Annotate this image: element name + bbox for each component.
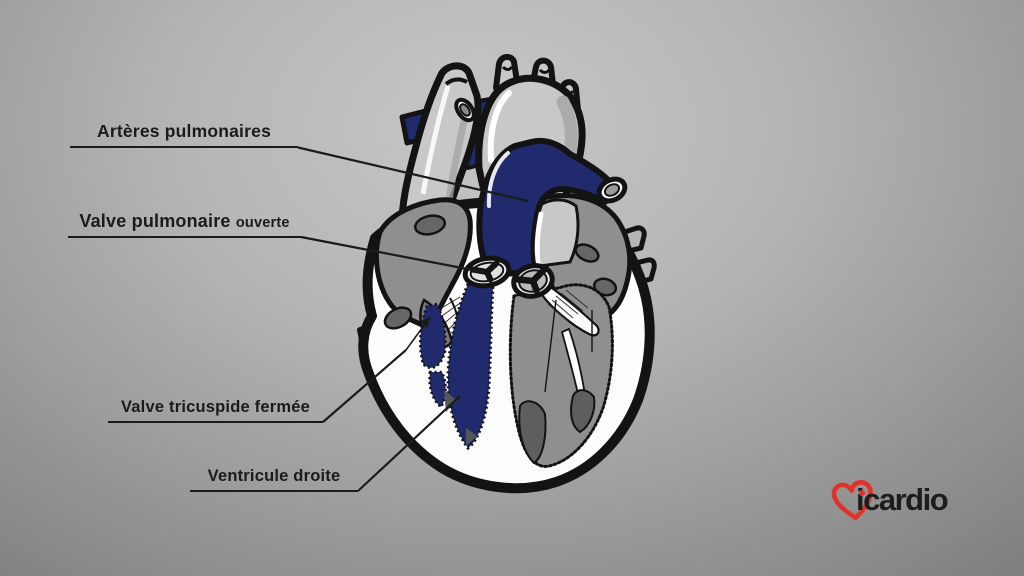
svc-opening: [454, 97, 476, 123]
pulmonary-artery-opening: [596, 176, 628, 204]
label-ventricule-droite-text: Ventricule droite: [207, 467, 341, 485]
logo-word-cardio: cardio: [863, 482, 949, 517]
icardio-logo: icardio: [830, 474, 1000, 534]
label-valve-pulmonaire-text: Valve pulmonaire: [79, 211, 231, 231]
lv-chordae-lines: [544, 299, 593, 393]
rv-inflow-patch: [428, 370, 447, 409]
tricuspid-pointer-arrowhead: [421, 316, 431, 328]
label-valve-pulmonaire: Valve pulmonaire ouverte: [68, 211, 301, 238]
rv-papillary: [466, 428, 477, 446]
label-valve-tricuspide: Valve tricuspide fermée: [108, 398, 323, 423]
logo-letter-i: i: [856, 482, 865, 517]
right-atrium: [373, 197, 473, 331]
connector-valve-tricuspide: [322, 349, 407, 423]
label-ventricule-droite: Ventricule droite: [190, 467, 358, 492]
heart-outline-icon: [831, 480, 873, 521]
aortic-root: [535, 198, 580, 268]
lv-papillary-muscle: [570, 389, 596, 434]
rv-main-channel: [446, 279, 495, 451]
left-ventricle: [508, 281, 614, 468]
rv-papillary: [444, 390, 456, 412]
aortic-valve-closed: [511, 263, 555, 299]
logo-wordmark: icardio: [856, 482, 949, 518]
lv-papillary-muscle: [518, 400, 547, 465]
label-connectors: [297, 146, 529, 492]
connector-ventricule-droite: [357, 395, 461, 492]
connector-valve-pulmonaire: [300, 235, 484, 274]
label-arteres-pulmonaires: Artères pulmonaires: [70, 121, 298, 148]
svc-atrial-opening: [413, 214, 447, 236]
label-valve-pulmonaire-state: ouverte: [235, 215, 290, 231]
logo-i-dot: [858, 489, 865, 496]
pulmonary-trunk: [476, 137, 628, 277]
mitral-hatching: [547, 289, 589, 322]
pulmonary-valve-open: [462, 255, 512, 289]
ivc-atrial-opening: [383, 306, 413, 330]
connector-arteres-pulmonaires: [297, 146, 529, 203]
label-valve-tricuspide-text: Valve tricuspide fermée: [121, 398, 310, 416]
label-arteres-pulmonaires-text: Artères pulmonaires: [97, 121, 271, 141]
